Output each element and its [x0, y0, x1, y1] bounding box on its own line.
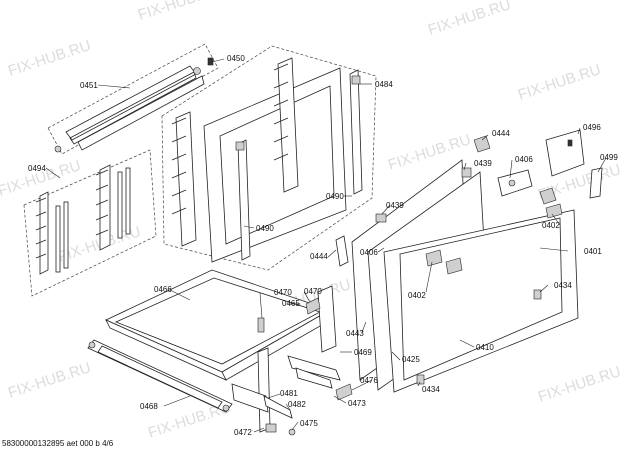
diagram-reference-code: 58300000132895 aet 000 b 4/6 — [2, 439, 114, 448]
watermark-text: FIX-HUB.RU — [136, 0, 223, 24]
part-label-0402: 0402 — [542, 221, 560, 230]
part-label-0472: 0472 — [234, 428, 252, 437]
part-label-0439: 0439 — [386, 201, 404, 210]
part-label-0406: 0406 — [360, 248, 378, 257]
part-label-0402: 0402 — [408, 291, 426, 300]
part-label-0469: 0469 — [354, 348, 372, 357]
hinge-parts — [231, 285, 353, 436]
part-label-0490: 0490 — [256, 224, 274, 233]
leader-lines — [45, 58, 607, 433]
part-label-0466: 0466 — [154, 285, 172, 294]
part-label-0481: 0481 — [280, 389, 298, 398]
part-label-0494: 0494 — [28, 164, 46, 173]
door-frame-group — [161, 45, 377, 271]
part-label-0444: 0444 — [492, 129, 510, 138]
right-small-parts — [335, 129, 603, 385]
part-label-0406: 0406 — [515, 155, 533, 164]
part-label-0473: 0473 — [348, 399, 366, 408]
part-label-0496: 0496 — [583, 123, 601, 132]
part-label-0490: 0490 — [326, 192, 344, 201]
part-label-0499: 0499 — [600, 153, 618, 162]
part-label-0470: 0470 — [304, 287, 322, 296]
part-label-0434: 0434 — [554, 281, 572, 290]
rack-group-0494 — [23, 149, 157, 297]
part-label-0470: 0470 — [274, 288, 292, 297]
part-label-0425: 0425 — [402, 355, 420, 364]
part-label-0434: 0434 — [422, 385, 440, 394]
watermark-text: FIX-HUB.RU — [6, 37, 93, 80]
part-label-0451: 0451 — [80, 81, 98, 90]
part-label-0450: 0450 — [227, 54, 245, 63]
part-label-0401: 0401 — [584, 247, 602, 256]
tray-assembly — [105, 269, 335, 381]
part-label-0443: 0443 — [346, 329, 364, 338]
part-label-0484: 0484 — [375, 80, 393, 89]
part-label-0444: 0444 — [310, 252, 328, 261]
part-label-0482: 0482 — [288, 400, 306, 409]
part-label-0476: 0476 — [360, 376, 378, 385]
watermark-text: FIX-HUB.RU — [426, 0, 513, 39]
runner-assembly — [87, 339, 233, 413]
part-label-0468: 0468 — [140, 402, 158, 411]
watermark-text: FIX-HUB.RU — [536, 363, 623, 406]
part-label-0465: 0465 — [282, 299, 300, 308]
rail-group-0451 — [47, 43, 219, 155]
watermark-text: FIX-HUB.RU — [6, 359, 93, 402]
part-number-labels: 0450 0451 0484 0494 0490 0490 0444 0444 … — [28, 54, 618, 437]
part-label-0410: 0410 — [476, 343, 494, 352]
watermark-text: FIX-HUB.RU — [516, 61, 603, 104]
part-label-0475: 0475 — [300, 419, 318, 428]
part-label-0439: 0439 — [474, 159, 492, 168]
